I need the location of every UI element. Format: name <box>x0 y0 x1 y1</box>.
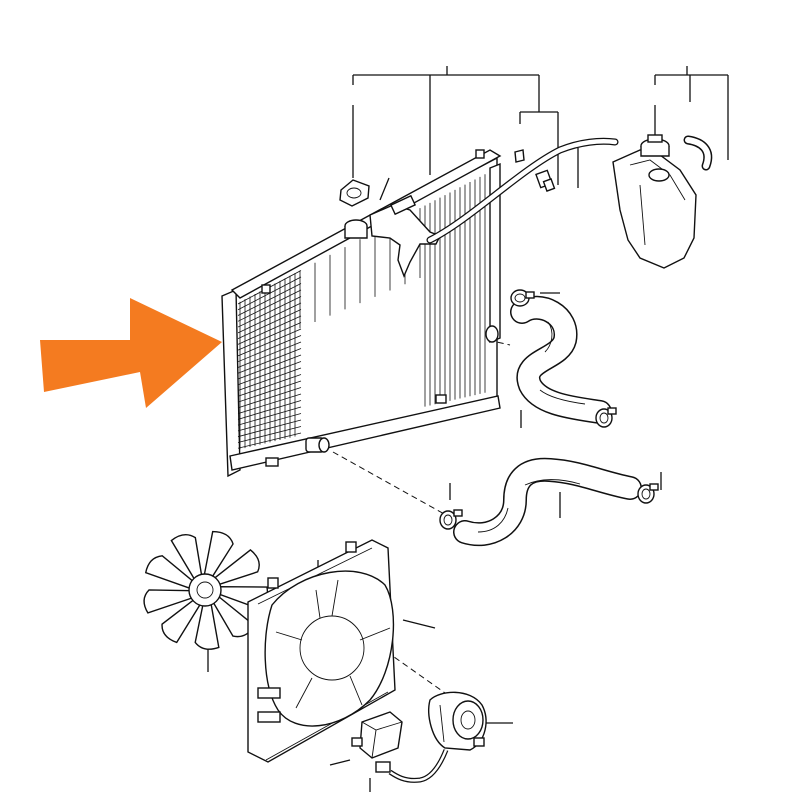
fin-line <box>237 302 302 334</box>
clamp-icon <box>439 289 659 530</box>
fin-line <box>237 341 302 368</box>
fin-line <box>237 322 302 351</box>
fin-line <box>237 380 302 403</box>
fin-line <box>237 289 302 322</box>
upper-hose <box>510 295 612 424</box>
resistor-icon <box>351 711 403 773</box>
reservoir-hose <box>683 135 713 171</box>
fin-line <box>237 283 302 316</box>
fin-line <box>237 367 302 391</box>
fin-line <box>237 361 302 386</box>
fan-hub-center <box>196 581 214 599</box>
fin-line <box>237 328 302 357</box>
fin-line <box>237 387 302 409</box>
fan-blade <box>203 530 234 579</box>
fan-blade <box>212 549 260 586</box>
fan-hub <box>188 573 222 607</box>
fin-line <box>237 335 302 363</box>
fin-line <box>237 374 302 397</box>
fin-line <box>237 413 302 432</box>
fin-line <box>237 309 302 339</box>
fan-blade <box>143 589 195 614</box>
pointer-arrow-icon <box>40 298 222 408</box>
fin-line <box>237 296 302 328</box>
plug-icon <box>514 149 556 192</box>
fin-line <box>237 406 302 426</box>
upper-inlet-pipe <box>369 194 441 278</box>
hose-icon <box>426 137 619 244</box>
shroud-icon <box>247 539 396 763</box>
fan-blade <box>170 534 203 582</box>
fin-line <box>237 400 302 420</box>
lower-hose <box>453 457 642 547</box>
motor-icon <box>388 691 487 783</box>
fin-line <box>237 393 302 414</box>
fin-line <box>237 432 302 449</box>
tank-icon <box>612 149 697 269</box>
radiator-fins <box>237 174 486 450</box>
fan-blade <box>144 555 195 590</box>
fin-line <box>237 348 302 374</box>
fan-blade <box>194 601 220 650</box>
fin-line <box>237 426 302 443</box>
fan-icon <box>143 530 269 650</box>
reservoir-cap <box>640 134 670 157</box>
leader-lines <box>207 66 729 792</box>
fin-line <box>237 354 302 380</box>
cap-icon <box>339 179 370 207</box>
fin-line <box>237 315 302 345</box>
fin-line <box>237 419 302 438</box>
fan-blade <box>161 598 203 644</box>
